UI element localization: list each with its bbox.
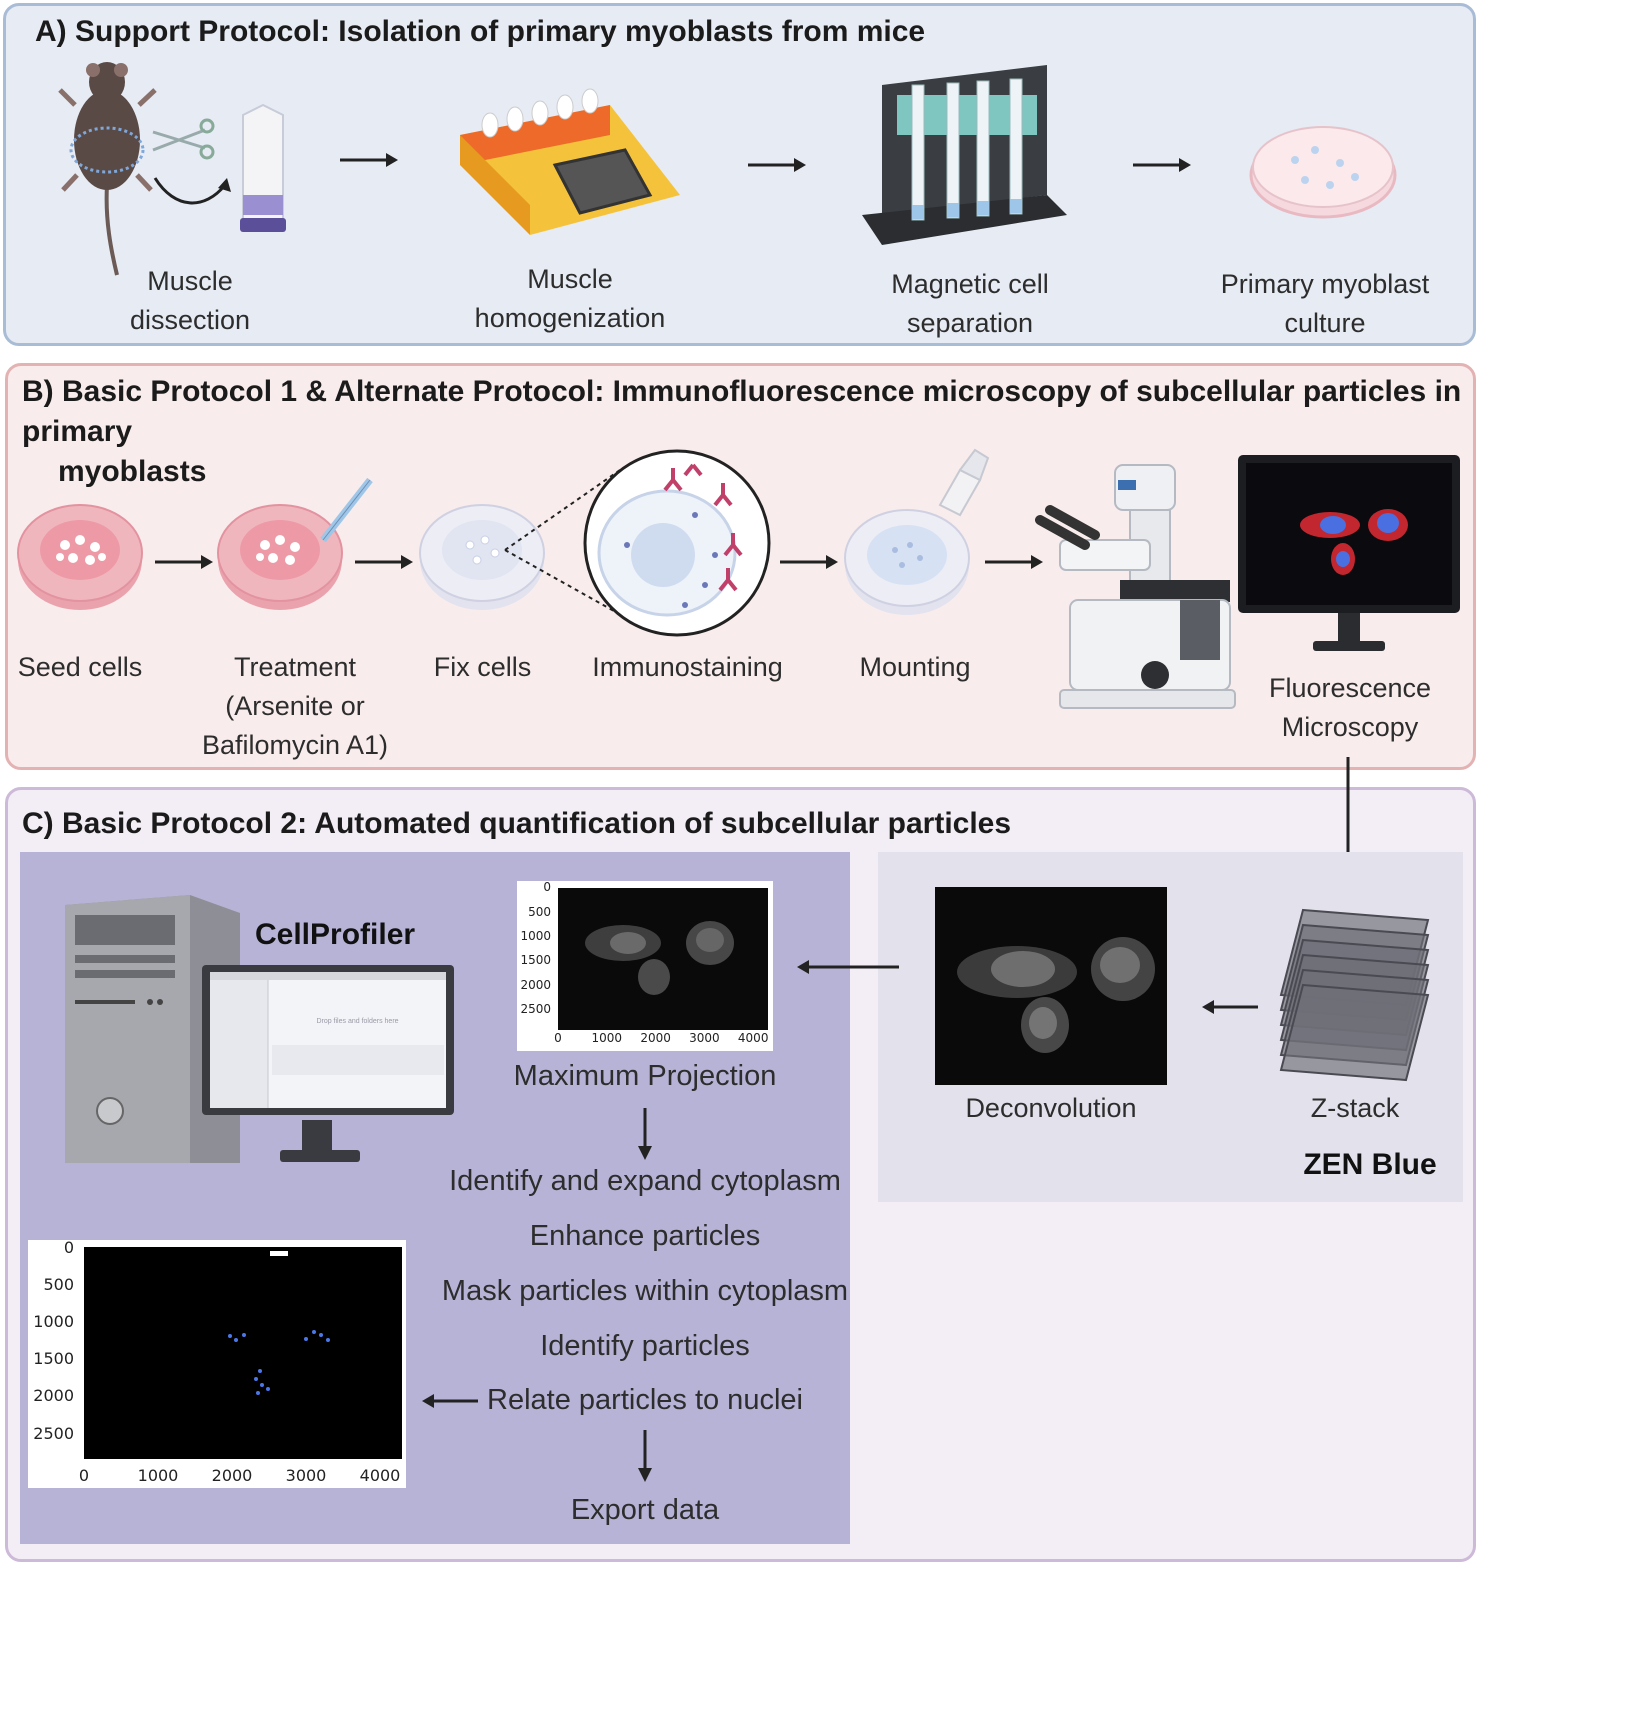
arrow-down-icon [638, 1430, 652, 1482]
arrow-right-icon [780, 555, 838, 569]
y-tick-label: 1500 [33, 1349, 74, 1369]
step-mounting: Mounting [859, 652, 971, 682]
x-tick-label: 1000 [137, 1466, 179, 1485]
x-tick-label: 1000 [591, 1031, 623, 1045]
arrow-down-icon [638, 1108, 652, 1160]
pipeline-step-mask: Mask particles within cytoplasm [441, 1275, 849, 1307]
panel-b-title: B) Basic Protocol 1 & Alternate Protocol… [22, 372, 1462, 492]
x-tick-label: 0 [78, 1466, 90, 1485]
y-tick-label: 2500 [520, 1002, 551, 1017]
step-fix-cells: Fix cells [433, 652, 532, 682]
arrow-right-icon [155, 555, 213, 569]
step-magnetic-cell-separation: Magnetic cell separation [891, 269, 1049, 338]
arrow-right-icon [1133, 158, 1191, 172]
x-tick-label: 2000 [640, 1031, 671, 1045]
x-tick-label: 3000 [285, 1466, 327, 1485]
zen-blue-label: ZEN Blue [1303, 1148, 1437, 1181]
max-projection-image [558, 888, 768, 1030]
fix-cells-dish-icon [419, 449, 771, 637]
x-tick-label: 4000 [359, 1466, 401, 1485]
pipeline-step-identify: Identify particles [540, 1330, 750, 1362]
x-tick-label: 0 [554, 1031, 562, 1045]
y-tick-label: 0 [543, 880, 551, 895]
particles-image [84, 1247, 402, 1459]
deconvolution-label: Deconvolution [965, 1093, 1137, 1123]
step-muscle-dissection: Muscle dissection [129, 266, 251, 335]
mounting-dish-icon [844, 448, 990, 615]
fluorescence-monitor-icon [1238, 455, 1460, 651]
y-tick-label: 1000 [520, 929, 551, 943]
arrow-left-icon [1202, 1000, 1258, 1014]
mouse-dissection-icon [58, 62, 286, 276]
max-projection-x-ticks: 0 1000 2000 3000 4000 [545, 1031, 775, 1049]
step-seed-cells: Seed cells [17, 652, 143, 682]
seed-cells-dish-icon [17, 504, 143, 610]
x-tick-label: 2000 [211, 1466, 253, 1485]
y-tick-label: 1000 [33, 1312, 74, 1331]
microscope-icon [1035, 464, 1236, 709]
cellprofiler-drop-text: Drop files and folders here [316, 1018, 399, 1025]
pipeline-step-cytoplasm: Identify and expand cytoplasm [449, 1165, 841, 1197]
panel-b-title-line1: B) Basic Protocol 1 & Alternate Protocol… [22, 375, 1462, 448]
y-tick-label: 2000 [33, 1386, 74, 1406]
step-muscle-homogenization: Muscle homogenization [474, 264, 666, 333]
pipeline-step-relate: Relate particles to nuclei [487, 1384, 803, 1416]
deconvolution-image [935, 887, 1167, 1085]
y-tick-label: 0 [63, 1237, 74, 1257]
petri-dish-culture-icon [1249, 126, 1397, 219]
arrow-left-icon [422, 1394, 478, 1408]
max-projection-label: Maximum Projection [513, 1060, 777, 1092]
arrow-right-icon [355, 555, 413, 569]
magnetic-separator-icon [862, 65, 1067, 245]
panel-c-title: C) Basic Protocol 2: Automated quantific… [22, 807, 1012, 840]
x-tick-label: 4000 [737, 1031, 769, 1045]
export-data-label: Export data [570, 1494, 720, 1526]
cellprofiler-label: CellProfiler [255, 918, 416, 951]
arrow-left-icon [797, 960, 899, 974]
treatment-dish-icon [217, 477, 373, 610]
arrow-right-icon [748, 158, 806, 172]
step-primary-myoblast-culture: Primary myoblast culture [1220, 269, 1430, 338]
y-tick-label: 2000 [520, 977, 551, 992]
arrow-right-icon [985, 555, 1043, 569]
panel-b-title-line2: myoblasts [58, 455, 207, 488]
particles-plot-y-ticks: 0 500 1000 1500 2000 2500 [28, 1237, 78, 1465]
x-tick-label: 3000 [689, 1031, 720, 1045]
y-tick-label: 1500 [520, 953, 551, 968]
y-tick-label: 500 [528, 904, 551, 919]
step-fluorescence-microscopy: Fluorescence Microscopy [1268, 673, 1432, 742]
computer-icon [65, 895, 454, 1163]
max-projection-y-ticks: 0 500 1000 1500 2000 2500 [517, 880, 555, 1032]
particles-plot-x-ticks: 0 1000 2000 3000 4000 [64, 1466, 404, 1486]
step-immunostaining: Immunostaining [592, 652, 783, 682]
z-stack-label: Z-stack [1310, 1093, 1400, 1123]
panel-a-title: A) Support Protocol: Isolation of primar… [35, 15, 926, 48]
arrow-right-icon [340, 153, 398, 167]
homogenizer-icon [460, 88, 680, 235]
step-treatment: Treatment (Arsenite or Bafilomycin A1) [201, 652, 389, 760]
z-stack-icon [1279, 908, 1430, 1082]
y-tick-label: 2500 [33, 1423, 74, 1443]
y-tick-label: 500 [43, 1274, 74, 1294]
pipeline-step-enhance: Enhance particles [529, 1220, 761, 1252]
